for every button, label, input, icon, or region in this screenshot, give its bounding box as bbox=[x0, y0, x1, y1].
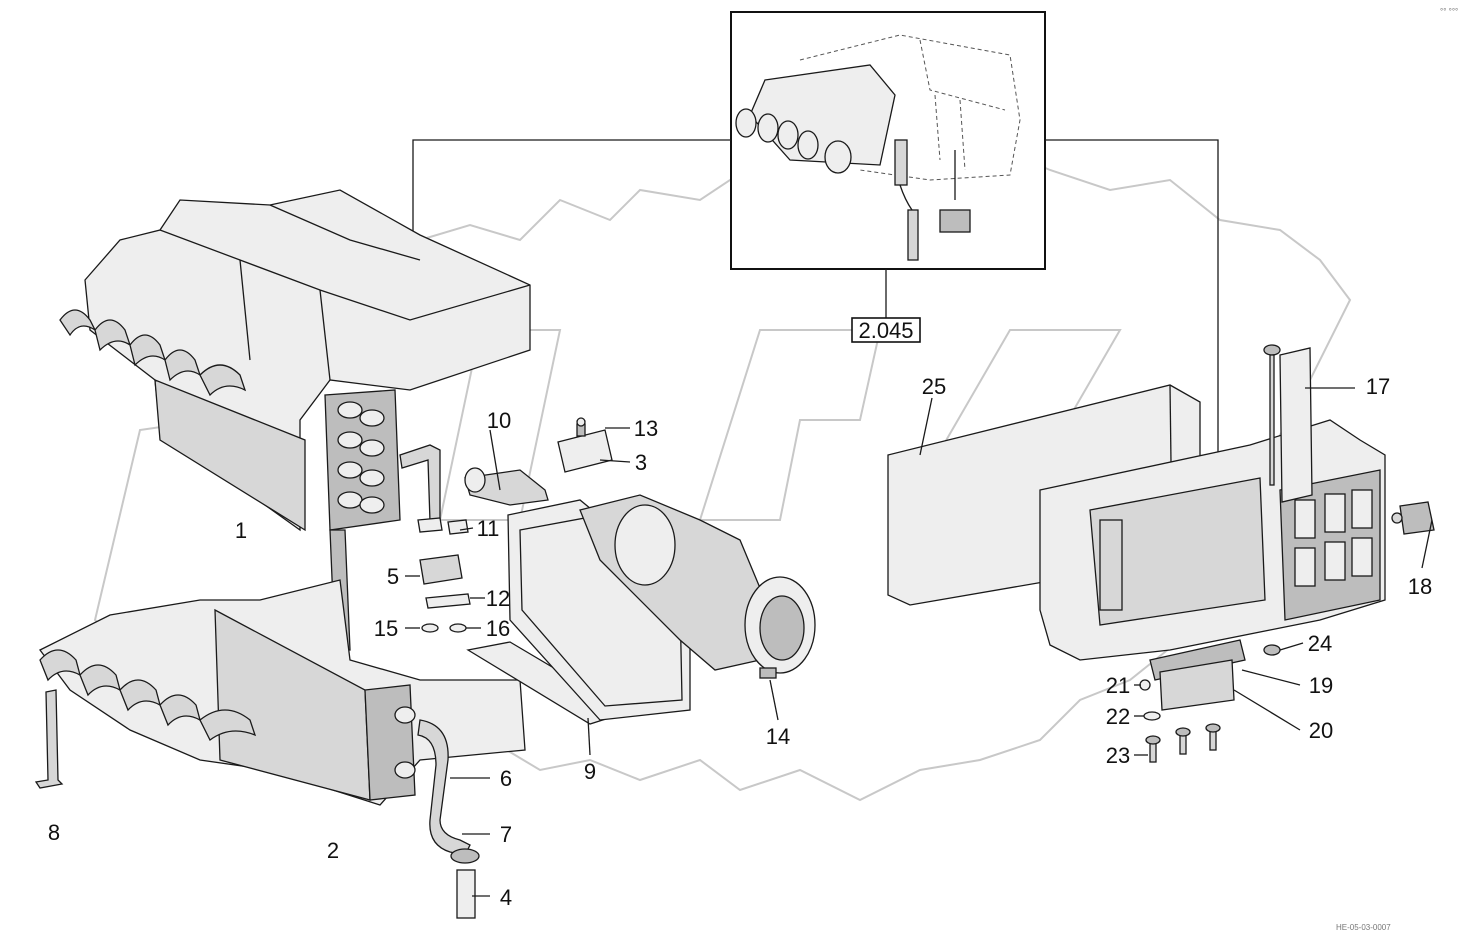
corner-mark: °° °°° bbox=[1440, 7, 1458, 16]
part-14-blower bbox=[507, 494, 816, 721]
part-8-bracket bbox=[34, 689, 64, 789]
callout-25: 25 bbox=[922, 374, 946, 399]
reference-label: 2.045 bbox=[851, 317, 921, 343]
callout-5: 5 bbox=[387, 564, 399, 589]
callout-2: 2 bbox=[327, 838, 339, 863]
callout-1: 1 bbox=[235, 518, 247, 543]
callout-14: 14 bbox=[766, 724, 790, 749]
part-18-sensor bbox=[1391, 501, 1435, 535]
callout-9: 9 bbox=[584, 759, 596, 784]
part-1-upper-duct bbox=[59, 189, 531, 651]
callout-19: 19 bbox=[1309, 673, 1333, 698]
hose-assembly bbox=[417, 719, 480, 919]
callout-8: 8 bbox=[48, 820, 60, 845]
callout-20: 20 bbox=[1309, 718, 1333, 743]
heater-core-coils bbox=[337, 401, 385, 514]
inset-heater-assembly bbox=[735, 34, 1021, 261]
valve-components bbox=[417, 417, 613, 633]
callout-numbers: 1 2 3 4 5 6 7 8 9 10 11 12 13 14 15 16 1… bbox=[48, 374, 1432, 910]
callout-leaders bbox=[405, 387, 1433, 897]
callout-4: 4 bbox=[500, 885, 512, 910]
callout-24: 24 bbox=[1308, 631, 1332, 656]
callout-18: 18 bbox=[1408, 574, 1432, 599]
callout-21: 21 bbox=[1106, 673, 1130, 698]
callout-7: 7 bbox=[500, 822, 512, 847]
callout-17: 17 bbox=[1366, 374, 1390, 399]
callout-10: 10 bbox=[487, 408, 511, 433]
footer-code: HE-05-03-0007 bbox=[1336, 923, 1391, 932]
callout-12: 12 bbox=[486, 586, 510, 611]
callout-23: 23 bbox=[1106, 743, 1130, 768]
inset-detail-box bbox=[730, 11, 1046, 270]
callout-3: 3 bbox=[635, 450, 647, 475]
reference-box-text: 2.045 bbox=[858, 318, 913, 343]
callout-13: 13 bbox=[634, 416, 658, 441]
callout-6: 6 bbox=[500, 766, 512, 791]
part-2-lower-duct bbox=[39, 579, 526, 806]
callout-15: 15 bbox=[374, 616, 398, 641]
callout-11: 11 bbox=[477, 516, 500, 541]
callout-16: 16 bbox=[486, 616, 510, 641]
part-17-plate bbox=[1263, 344, 1313, 503]
fastener-components bbox=[1139, 644, 1281, 763]
callout-22: 22 bbox=[1106, 704, 1130, 729]
leader-lines bbox=[412, 139, 1219, 470]
